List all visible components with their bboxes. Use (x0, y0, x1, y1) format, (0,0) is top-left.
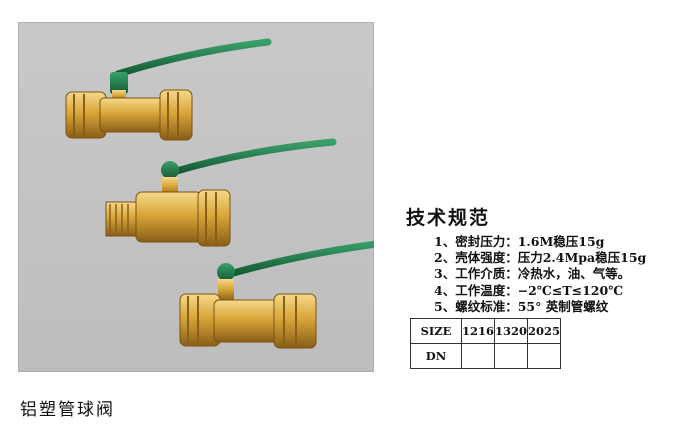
size-cell: 1320 (494, 318, 529, 344)
valve-illustration (65, 38, 374, 349)
spec-title: 技术规范 (406, 207, 491, 229)
table-row: SIZE 1216 1320 2025 (410, 318, 562, 344)
valve-top (65, 38, 272, 141)
spec-item: 5、螺纹标准：55° 英制管螺纹 (434, 298, 609, 314)
spec-item: 2、壳体强度：压力2.4Mpa稳压15g (434, 250, 647, 266)
dn-cell (460, 343, 496, 369)
valve-bottom (179, 240, 374, 349)
spec-item: 4、工作温度：−2℃≤T≤120℃ (434, 282, 624, 298)
size-cell: 2025 (527, 318, 562, 344)
valve-middle (105, 138, 337, 247)
size-table: SIZE 1216 1320 2025 DN (410, 318, 562, 369)
spec-list: 1、密封压力：1.6M稳压15g 2、壳体强度：压力2.4Mpa稳压15g 3、… (434, 234, 646, 315)
dn-header-cell: DN (410, 343, 462, 369)
dn-cell (494, 343, 529, 369)
size-header-cell: SIZE (410, 318, 462, 344)
product-photo (18, 22, 374, 372)
size-cell: 1216 (460, 318, 496, 344)
product-caption: 铝塑管球阀 (20, 400, 115, 420)
table-row: DN (410, 343, 562, 369)
dn-cell (527, 343, 562, 369)
spec-item: 3、工作介质：冷热水，油、气等。 (434, 266, 631, 282)
spec-item: 1、密封压力：1.6M稳压15g (434, 234, 605, 249)
